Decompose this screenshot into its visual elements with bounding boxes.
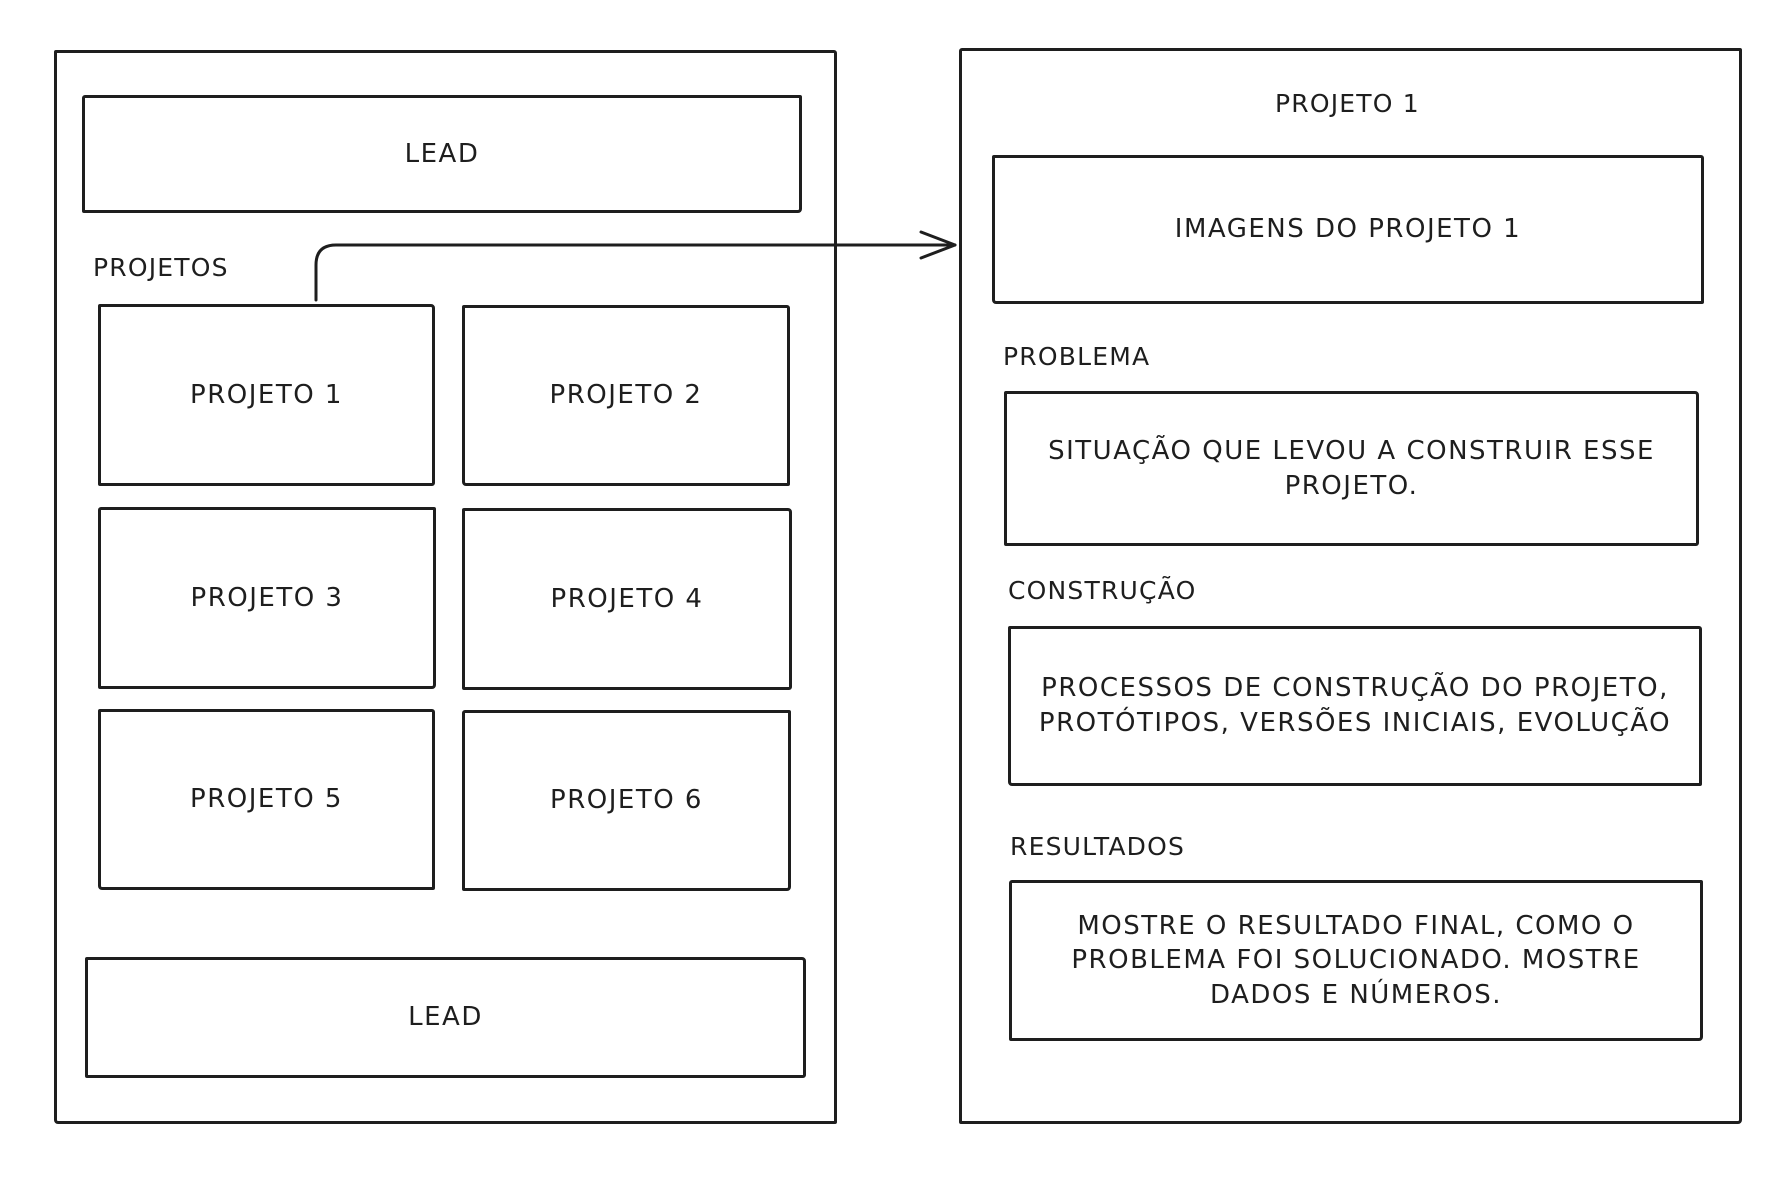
problem-heading: PROBLEMA <box>1003 342 1151 371</box>
project-card-label: PROJETO 1 <box>190 379 343 410</box>
project-page-frame <box>959 48 1742 1124</box>
projects-heading: PROJETOS <box>93 253 229 282</box>
home-page-frame <box>54 50 837 1124</box>
project-card-5: PROJETO 5 <box>98 709 435 890</box>
project-card-6: PROJETO 6 <box>462 710 791 891</box>
project-card-2: PROJETO 2 <box>462 305 790 486</box>
lead-top-box: LEAD <box>82 95 802 213</box>
project-card-label: PROJETO 3 <box>190 582 344 613</box>
construction-box: PROCESSOS DE CONSTRUÇÃO DO PROJETO, PROT… <box>1008 626 1702 786</box>
lead-bottom-box: LEAD <box>85 957 806 1078</box>
results-heading: RESULTADOS <box>1010 832 1186 861</box>
problem-text: SITUAÇÃO QUE LEVOU A CONSTRUIR ESSE PROJ… <box>1048 435 1655 501</box>
arrowhead-icon <box>919 230 957 260</box>
project-page-title: PROJETO 1 <box>1275 89 1420 118</box>
construction-heading: CONSTRUÇÃO <box>1008 576 1197 605</box>
lead-top-label: LEAD <box>404 138 480 169</box>
project-images-box: IMAGENS DO PROJETO 1 <box>992 155 1704 304</box>
project-card-label: PROJETO 5 <box>190 784 343 815</box>
results-text: MOSTRE O RESULTADO FINAL, COMO O PROBLEM… <box>1071 910 1641 1010</box>
project-card-label: PROJETO 2 <box>549 380 703 411</box>
project-card-4: PROJETO 4 <box>462 508 792 690</box>
project-card-label: PROJETO 4 <box>550 583 704 614</box>
results-box: MOSTRE O RESULTADO FINAL, COMO O PROBLEM… <box>1009 880 1703 1041</box>
project-images-label: IMAGENS DO PROJETO 1 <box>1174 214 1522 245</box>
project-card-3: PROJETO 3 <box>98 507 436 689</box>
lead-bottom-label: LEAD <box>408 1002 483 1033</box>
project-card-label: PROJETO 6 <box>550 785 703 816</box>
construction-text: PROCESSOS DE CONSTRUÇÃO DO PROJETO, PROT… <box>1038 673 1672 738</box>
problem-box: SITUAÇÃO QUE LEVOU A CONSTRUIR ESSE PROJ… <box>1004 391 1699 546</box>
project-card-1: PROJETO 1 <box>98 304 435 486</box>
